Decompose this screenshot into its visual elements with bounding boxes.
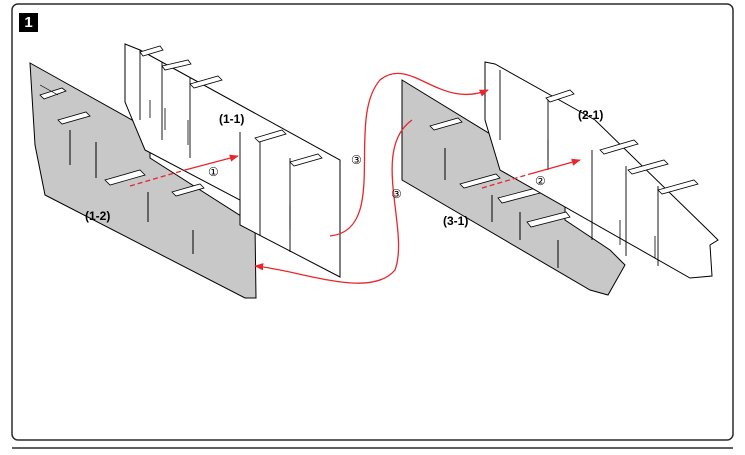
arrow-step-2 (529, 158, 581, 175)
step-marker-3a: ③ (351, 153, 362, 167)
label-part-1-2: (1-2) (85, 209, 111, 223)
step-marker-1: ① (208, 165, 219, 179)
arrow-step-1-dashed (129, 169, 186, 187)
label-part-2-1: (2-1) (578, 108, 604, 122)
assembly-arrows (129, 72, 581, 284)
arrow-step-1 (184, 154, 239, 171)
part-2-1 (484, 61, 719, 279)
panel-frame (11, 3, 734, 441)
label-part-1-1: (1-1) (219, 112, 245, 126)
arrow-step-3a (329, 72, 489, 237)
arrow-step-3b (254, 119, 413, 284)
arrow-step-2-dashed (481, 173, 531, 189)
step-marker-2: ② (535, 174, 546, 188)
part-1-2 (29, 62, 257, 299)
step-marker-3b: ③ (391, 187, 402, 201)
step-number-badge: 1 (19, 13, 38, 32)
label-part-3-1: (3-1) (443, 214, 469, 228)
